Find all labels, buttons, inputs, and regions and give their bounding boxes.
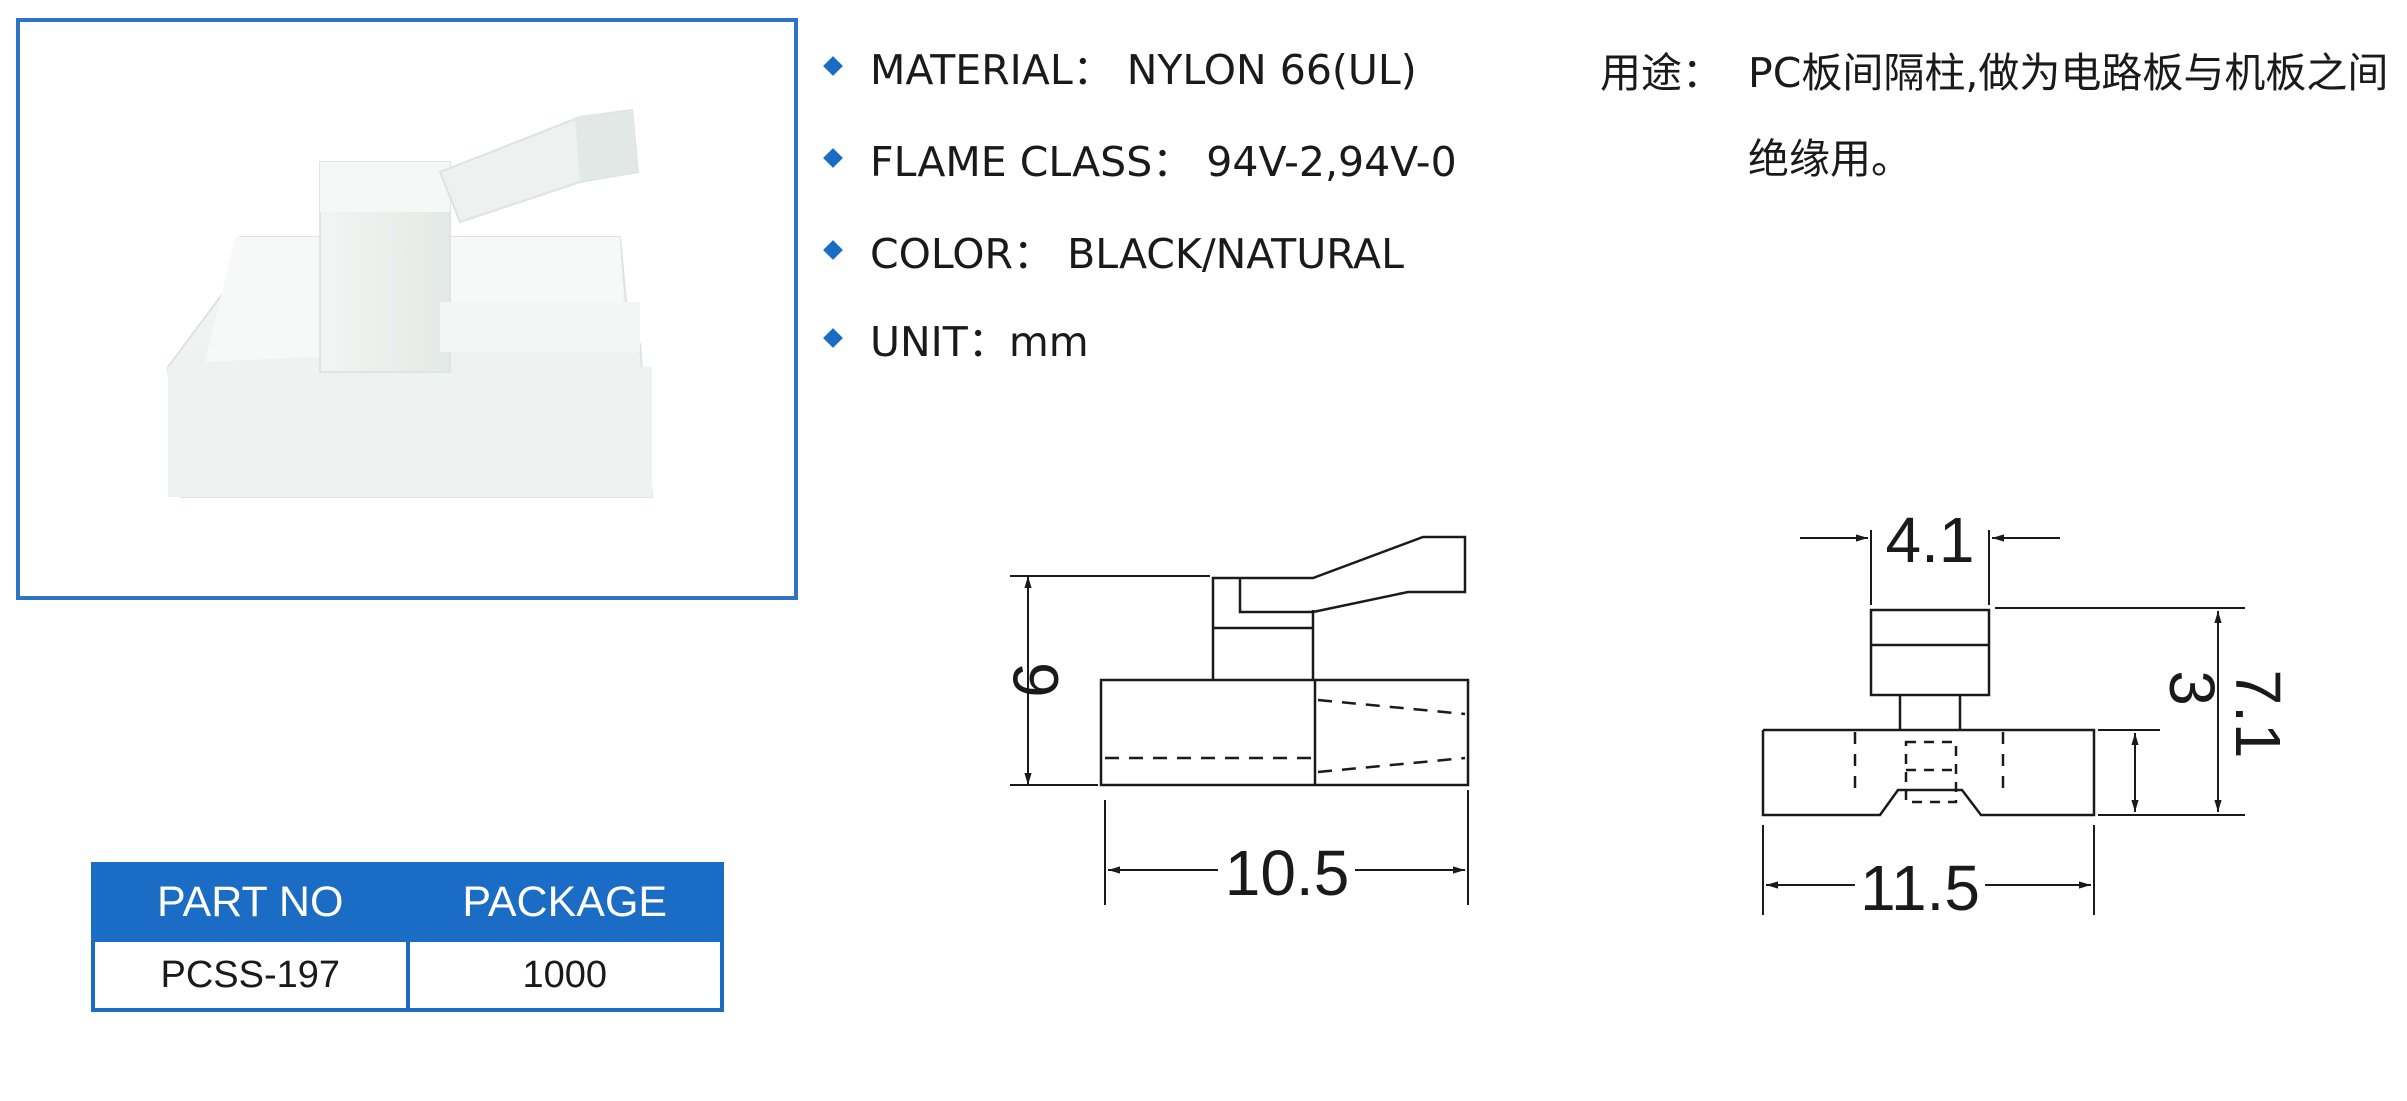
spec-unit-text: UNIT：mm [870,318,1089,366]
dim-side-width: 10.5 [1225,837,1350,909]
side-view-drawing [1010,535,1470,905]
spec-color: COLOR： BLACK/NATURAL [820,220,1404,280]
spec-unit: UNIT：mm [820,308,1089,368]
product-photo [166,108,654,498]
diamond-bullet-icon [823,240,843,260]
cell-package: 1000 [405,938,724,1012]
spec-material: MATERIAL： NYLON 66(UL) [820,36,1417,96]
cell-part-no: PCSS-197 [91,938,410,1012]
diamond-bullet-icon [823,56,843,76]
dim-front-base-height: 3 [2156,670,2228,706]
dim-front-top-width: 4.1 [1886,504,1975,576]
table-row: PCSS-197 1000 [91,938,724,1012]
diamond-bullet-icon [823,148,843,168]
spec-color-text: COLOR： BLACK/NATURAL [870,230,1404,278]
spec-material-text: MATERIAL： NYLON 66(UL) [870,46,1417,94]
spec-flame-class: FLAME CLASS： 94V-2,94V-0 [820,128,1457,188]
usage-text: PC板间隔柱,做为电路板与机板之间绝缘用。 [1748,49,2389,183]
product-photo-frame [16,18,798,600]
dim-front-total-height: 7.1 [2222,670,2294,759]
header-part-no: PART NO [91,862,410,942]
spec-flame-class-text: FLAME CLASS： 94V-2,94V-0 [870,138,1457,186]
table-header-row: PART NO PACKAGE [91,862,724,942]
part-table: PART NO PACKAGE PCSS-197 1000 [91,862,724,1012]
front-view-drawing [1761,530,2245,915]
diamond-bullet-icon [823,328,843,348]
usage-label: 用途： [1600,49,1723,97]
header-package: PACKAGE [405,862,724,942]
dim-side-height: 6 [1000,662,1072,698]
dim-front-width: 11.5 [1860,852,1980,924]
